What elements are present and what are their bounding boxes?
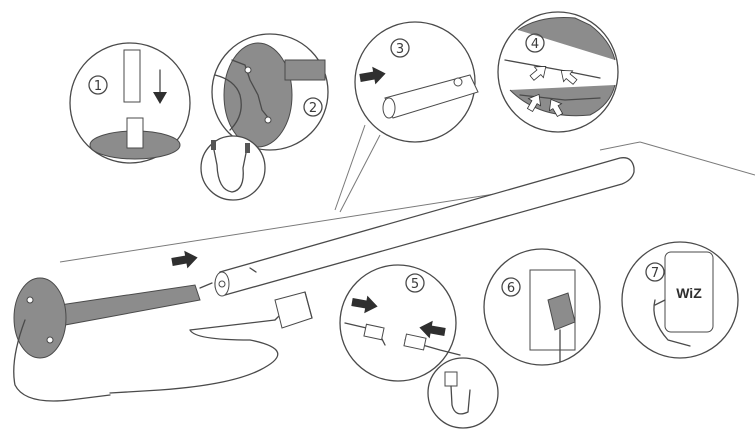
- step-5-number: 5: [411, 277, 419, 292]
- step-7-badge: [645, 262, 665, 282]
- base-assembly: [13, 277, 313, 402]
- step-1-panel: 1: [69, 42, 191, 164]
- step-3-number: 3: [396, 42, 404, 57]
- step-2-number: 2: [309, 101, 317, 116]
- room-corner-lines: [59, 141, 755, 263]
- step-6-badge: [501, 277, 521, 297]
- step-5-badge: [405, 273, 425, 293]
- step-7-number: 7: [651, 266, 659, 281]
- step-2-panel: 2: [211, 33, 329, 151]
- light-tube: [170, 157, 635, 297]
- step-6-panel: 6: [483, 248, 601, 366]
- step-2-badge: [303, 97, 323, 117]
- step-7-panel: WiZ 7: [621, 241, 739, 359]
- step-2-cable-detail: [200, 135, 266, 201]
- step-5-panel: 5: [339, 264, 461, 382]
- step-3-badge: [390, 38, 410, 58]
- wiz-app-label: WiZ: [676, 285, 702, 301]
- step-1-badge: [88, 75, 108, 95]
- step-5-cable-detail: [427, 357, 499, 429]
- step-4-panel: 4: [497, 11, 619, 133]
- step-3-panel: 3: [334, 21, 479, 213]
- step-1-number: 1: [94, 79, 102, 94]
- step-4-number: 4: [531, 37, 539, 52]
- step-6-number: 6: [507, 281, 515, 296]
- step-4-badge: [525, 33, 545, 53]
